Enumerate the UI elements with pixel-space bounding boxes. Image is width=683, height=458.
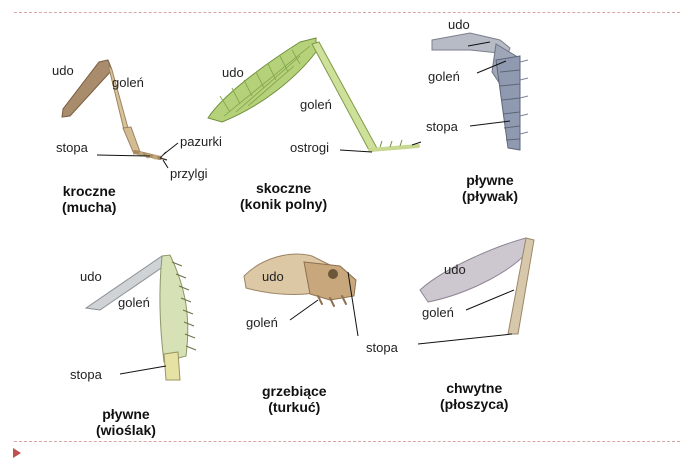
caption-diving-beetle-insect: (pływak) xyxy=(462,188,518,204)
label-water-boatman-golen: goleń xyxy=(118,296,150,309)
caption-diving-beetle-type: pływne xyxy=(462,172,518,188)
caption-water-scorpion-type: chwytne xyxy=(440,380,508,396)
label-mole-cricket-stopa: stopa xyxy=(366,341,398,354)
label-diving-beetle-golen: goleń xyxy=(428,70,460,83)
caption-mole-cricket-insect: (turkuć) xyxy=(262,399,327,415)
water-boatman-swimming-leg-illustration xyxy=(86,255,196,380)
mole-cricket-digging-leg-illustration xyxy=(244,254,356,306)
label-water-boatman-udo: udo xyxy=(80,270,102,283)
label-water-scorpion-udo: udo xyxy=(444,263,466,276)
caption-fly-insect: (mucha) xyxy=(62,199,116,215)
label-fly-przylgi: przylgi xyxy=(170,167,208,180)
grasshopper-jumping-leg-illustration xyxy=(208,38,418,152)
caption-water-boatman-insect: (wioślak) xyxy=(96,422,156,438)
label-fly-pazurki: pazurki xyxy=(180,135,222,148)
label-water-scorpion-golen: goleń xyxy=(422,306,454,319)
caption-water-scorpion: chwytne (płoszyca) xyxy=(440,380,508,412)
caption-fly-type: kroczne xyxy=(62,183,116,199)
caption-water-boatman-type: pływne xyxy=(96,406,156,422)
label-fly-golen: goleń xyxy=(112,76,144,89)
label-grasshopper-udo: udo xyxy=(222,66,244,79)
label-mole-cricket-golen: goleń xyxy=(246,316,278,329)
label-diving-beetle-udo: udo xyxy=(448,18,470,31)
caption-grasshopper: skoczne (konik polny) xyxy=(240,180,327,212)
caption-mole-cricket: grzebiące (turkuć) xyxy=(262,383,327,415)
caption-water-boatman: pływne (wioślak) xyxy=(96,406,156,438)
water-boatman-leg-pointer-lines xyxy=(120,366,166,374)
caption-grasshopper-type: skoczne xyxy=(240,180,327,196)
label-grasshopper-golen: goleń xyxy=(300,98,332,111)
label-fly-stopa: stopa xyxy=(56,141,88,154)
caption-diving-beetle: pływne (pływak) xyxy=(462,172,518,204)
caption-grasshopper-insect: (konik polny) xyxy=(240,196,327,212)
label-water-boatman-stopa: stopa xyxy=(70,368,102,381)
label-fly-udo: udo xyxy=(52,64,74,77)
caption-fly: kroczne (mucha) xyxy=(62,183,116,215)
label-grasshopper-ostrogi: ostrogi xyxy=(290,141,329,154)
label-diving-beetle-stopa: stopa xyxy=(426,120,458,133)
label-mole-cricket-udo: udo xyxy=(262,270,284,283)
caption-water-scorpion-insect: (płoszyca) xyxy=(440,396,508,412)
caption-mole-cricket-type: grzebiące xyxy=(262,383,327,399)
